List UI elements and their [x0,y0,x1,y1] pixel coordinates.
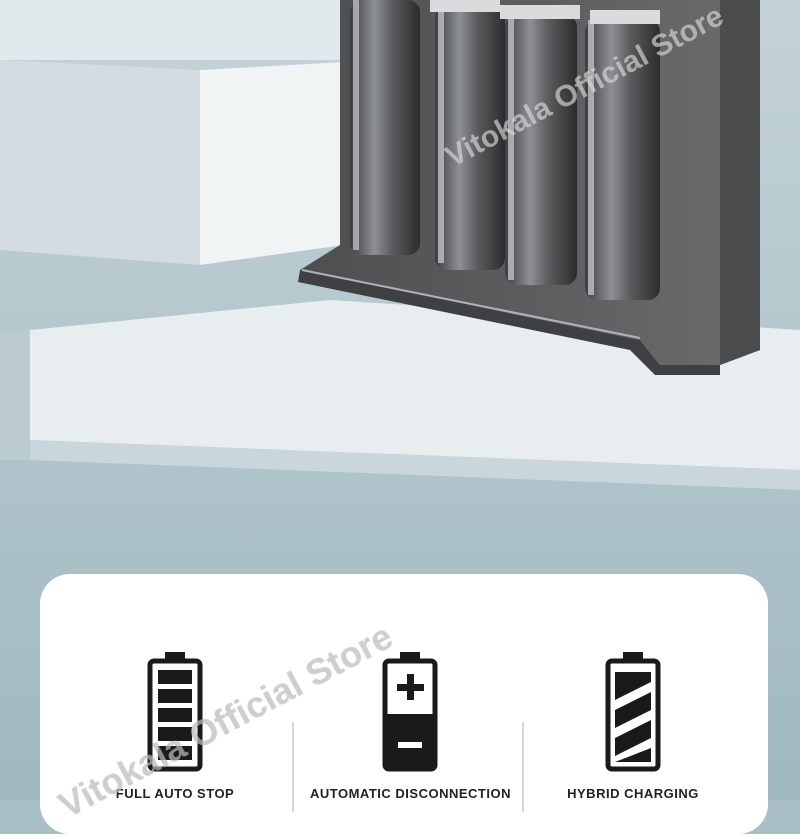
striped-battery-icon [605,652,661,772]
divider [522,722,524,812]
features-card: FULL AUTO STOP AUTOMATIC DISCONNECTION H… [40,574,768,834]
battery-cell-2 [435,5,505,270]
counter-edge [30,440,800,490]
contact-2 [430,0,500,12]
battery-cell-3 [505,15,577,285]
feature-full-auto-stop: FULL AUTO STOP [75,652,275,801]
feature-label: FULL AUTO STOP [115,786,235,801]
battery-charge-icon [382,652,438,772]
product-scene [0,0,800,800]
back-shelf-top [0,0,380,60]
contact-3 [500,5,580,19]
battery-cell-4 [585,20,660,300]
divider [292,722,294,812]
charger-base-edge [298,270,720,375]
contact-4 [590,10,660,24]
back-shelf-front [200,60,380,265]
feature-automatic-disconnection: AUTOMATIC DISCONNECTION [310,652,510,801]
feature-hybrid-charging: HYBRID CHARGING [533,652,733,801]
full-battery-icon [147,652,203,772]
feature-label: AUTOMATIC DISCONNECTION [310,786,511,801]
feature-label: HYBRID CHARGING [567,786,699,801]
counter-side [0,330,30,460]
back-shelf-left [0,60,200,265]
battery-cell-1 [350,0,420,255]
